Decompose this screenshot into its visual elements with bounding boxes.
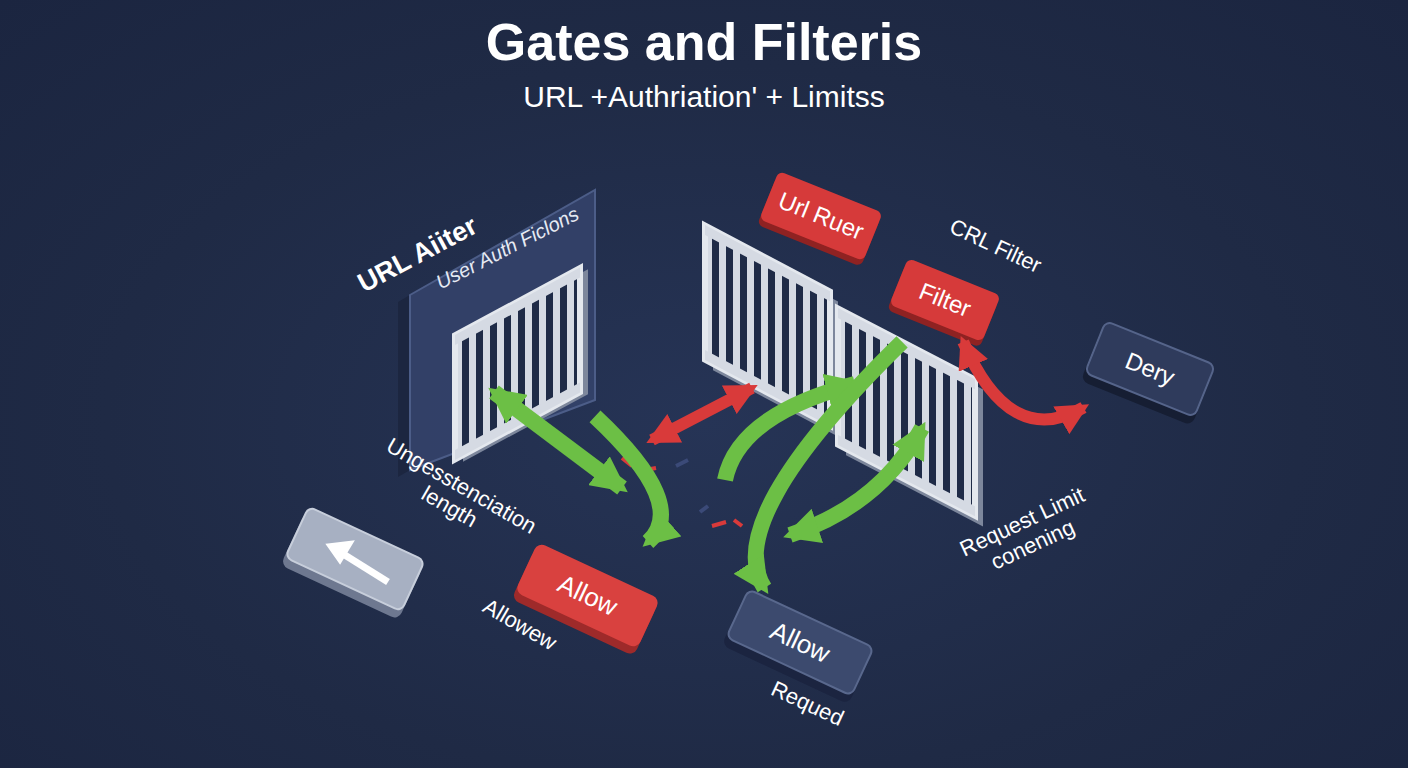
green-double-arrow <box>494 392 622 488</box>
red-double-arrow <box>652 388 752 440</box>
scatter-dashes <box>608 433 742 526</box>
flow-arrow <box>595 416 661 542</box>
scatter-dashes <box>676 460 708 512</box>
flow-arrow <box>756 342 902 588</box>
tag-label: Filter <box>889 258 1000 342</box>
filter-panel: URL AiiterUser Auth Ficlons <box>410 190 595 470</box>
box-caption: Requed <box>767 677 868 741</box>
arrow-icon <box>340 552 388 582</box>
box-label: Allow <box>728 591 873 695</box>
filter-label: CRL Filter <box>946 214 1075 292</box>
green-arrow <box>725 384 855 480</box>
flow-arrow <box>963 342 1083 420</box>
box-label: Dery <box>1086 322 1214 416</box>
green-double-arrow <box>790 428 922 535</box>
allow-box: AllowRequed <box>725 588 875 697</box>
left-gate <box>455 263 588 466</box>
deny-box: Dery <box>1084 320 1217 419</box>
filter-tag: Filter <box>889 258 1000 342</box>
arrow-icon <box>328 542 352 562</box>
diagram-title: Gates and Filteris <box>0 12 1408 72</box>
rule-tag: Url Ruer <box>759 171 882 261</box>
tag-label: Url Ruer <box>759 171 882 261</box>
arrow-box: Ungesstenciation length <box>284 505 426 613</box>
subtitle: URL +Authriation' + Limitss <box>0 80 1408 115</box>
allow-box: AllowAllowew <box>515 542 661 649</box>
